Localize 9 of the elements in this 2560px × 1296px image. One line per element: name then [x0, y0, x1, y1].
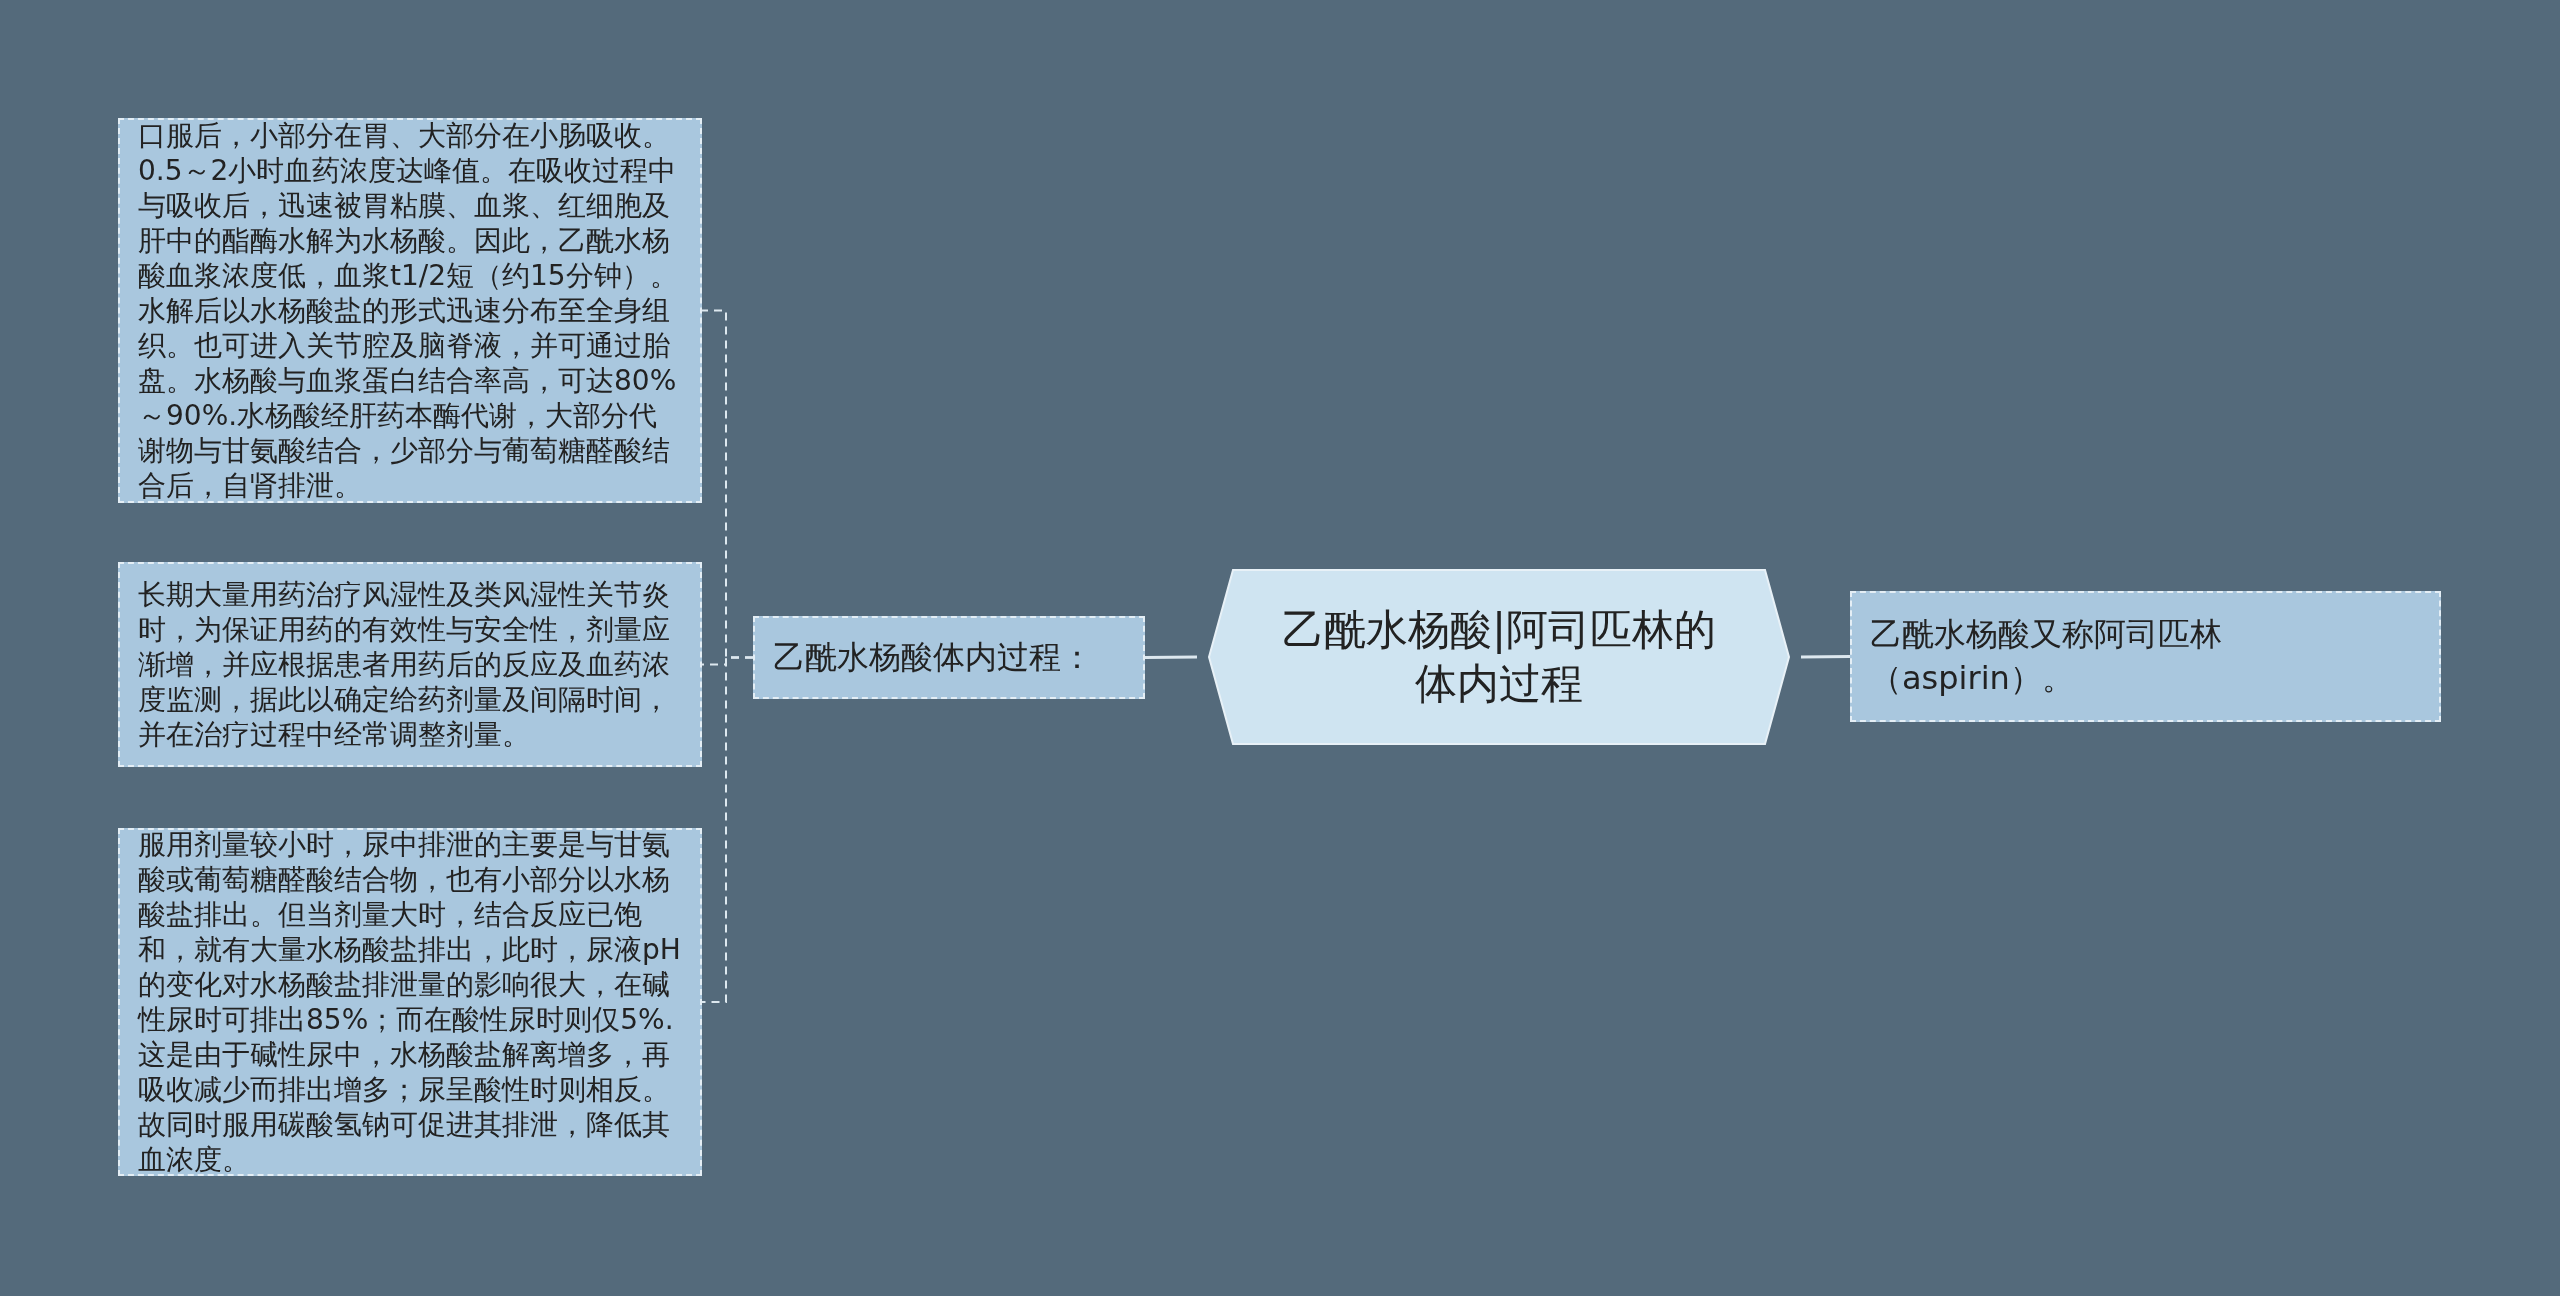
topic-box: 乙酰水杨酸体内过程：	[753, 616, 1145, 699]
note-box: 长期大量用药治疗风湿性及类风湿性关节炎时，为保证用药的有效性与安全性，剂量应渐增，并应根据患者用药后的反应及血药浓度监测，据此以确定给药剂量及间隔时间，并在治疗过程中经常调整剂量。	[118, 562, 702, 767]
note-box: 口服后，小部分在胃、大部分在小肠吸收。0.5～2小时血药浓度达峰值。在吸收过程中与吸收后，迅速被胃粘膜、血浆、红细胞及肝中的酯酶水解为水杨酸。因此，乙酰水杨酸血浆浓度低，血浆t1/2短（约15分钟）。水解后以水杨酸盐的形式迅速分布至全身组织。也可进入关节腔及脑脊液，并可通过胎盘。水杨酸与血浆蛋白结合率高，可达80%～90%.水杨酸经肝药本酶代谢，大部分代谢物与甘氨酸结合，少部分与葡萄糖醛酸结合后，自肾排泄。	[118, 118, 702, 503]
topic-box: 乙酰水杨酸又称阿司匹林（aspirin）。	[1850, 591, 2441, 722]
connector-line	[701, 656, 754, 1003]
topic-text: 乙酰水杨酸|阿司匹林的体内过程	[1280, 604, 1718, 710]
note-box: 服用剂量较小时，尿中排泄的主要是与甘氨酸或葡萄糖醛酸结合物，也有小部分以水杨酸盐排出。但当剂量大时，结合反应已饱和，就有大量水杨酸盐排出，此时，尿液pH的变化对水杨酸盐排泄量的影响很大，在碱性尿时可排出85%；而在酸性尿时则仅5%.这是由于碱性尿中，水杨酸盐解离增多，再吸收减少而排出增多；尿呈酸性时则相反。故同时服用碳酸氢钠可促进其排泄，降低其血浓度。	[118, 828, 702, 1176]
connector-line	[1145, 655, 1197, 659]
connector-line	[1801, 655, 1850, 659]
